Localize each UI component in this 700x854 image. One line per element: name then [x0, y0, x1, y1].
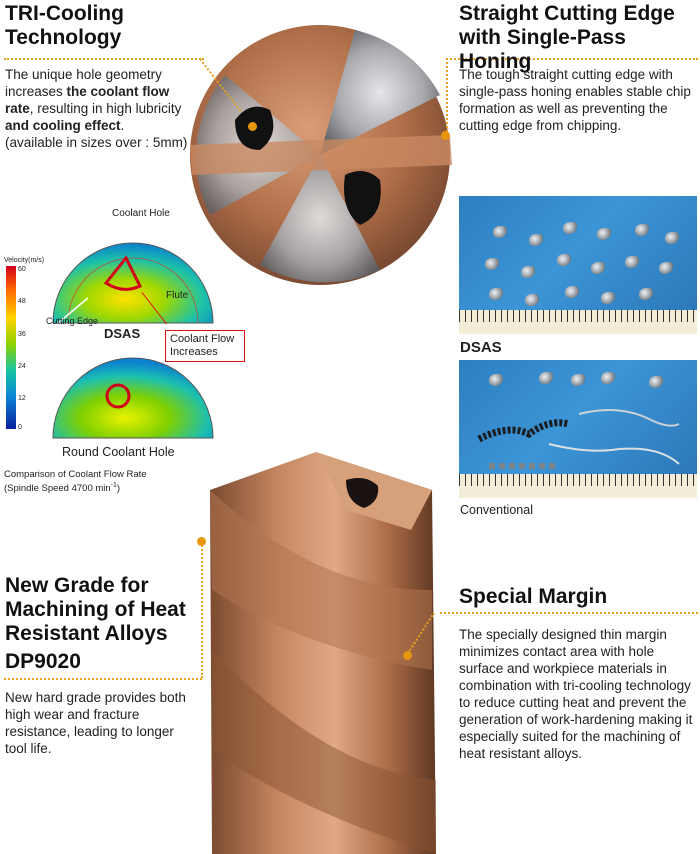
tri-cooling-title: TRI-Cooling Technology	[5, 2, 124, 49]
new-grade-body: New hard grade provides both high wear a…	[5, 690, 186, 756]
edge-callout-dot	[441, 131, 450, 140]
margin-leader-h	[440, 612, 698, 614]
tri-cooling-text-1: The unique hole geometry increases	[5, 67, 162, 99]
velocity-scale-bar	[6, 266, 16, 429]
tri-cooling-text-2: , resulting in high lubricity	[29, 101, 182, 116]
scale-tick-60: 60	[18, 266, 26, 273]
tri-cooling-body: The unique hole geometry increases the c…	[5, 66, 191, 151]
dsas-chips-photo	[459, 196, 697, 334]
special-margin-title: Special Margin	[459, 585, 608, 608]
drill-body-image	[210, 452, 436, 854]
new-grade-code: DP9020	[5, 650, 81, 673]
round-hole-label: Round Coolant Hole	[62, 445, 175, 459]
grade-leader-h	[4, 678, 202, 680]
comparison-title: Comparison of Coolant Flow Rate	[4, 469, 147, 480]
spindle-speed-end: )	[116, 483, 121, 495]
coolant-hole-label: Coolant Hole	[112, 208, 170, 219]
scale-tick-48: 48	[18, 298, 26, 305]
tri-cooling-bold-2: and cooling effect	[5, 118, 121, 133]
straight-edge-leader	[462, 58, 698, 60]
straight-edge-title: Straight Cutting Edge with Single-Pass H…	[459, 2, 675, 73]
conventional-chips-photo	[459, 360, 697, 498]
straight-edge-body: The tough straight cutting edge with sin…	[459, 67, 691, 133]
grade-leader-v	[201, 542, 203, 678]
conventional-ruler	[459, 474, 697, 498]
conventional-photo-label: Conventional	[460, 503, 533, 517]
new-grade-title: New Grade for Machining of Heat Resistan…	[5, 574, 186, 645]
drill-tip-image	[190, 25, 452, 285]
special-margin-body: The specially designed thin margin minim…	[459, 627, 693, 761]
tri-cooling-bold-1: the coolant flow rate	[5, 84, 170, 116]
dsas-ruler	[459, 310, 697, 334]
tri-cooling-text-4: (available in sizes over : 5mm)	[5, 135, 188, 150]
dsas-photo-label: DSAS	[460, 339, 502, 356]
velocity-label: Velocity(m/s)	[4, 257, 45, 264]
tri-cooling-text-3: .	[120, 118, 125, 133]
scale-tick-36: 36	[18, 331, 26, 338]
margin-callout-dot	[403, 651, 412, 660]
flute-label: Flute	[166, 290, 189, 301]
straight-edge-leader-v	[446, 58, 448, 136]
cutting-edge-label: Cutting Edge	[46, 316, 99, 326]
grade-callout-dot	[197, 537, 206, 546]
scale-tick-0: 0	[18, 424, 22, 431]
tip-callout-dot	[248, 122, 257, 131]
scale-tick-24: 24	[18, 363, 26, 370]
spindle-speed-sup: -1	[110, 482, 117, 489]
round-hole-flow-simulation	[52, 357, 214, 439]
dsas-flow-simulation	[52, 242, 214, 324]
straight-edge-leader-h	[446, 58, 464, 60]
spindle-speed-text: (Spindle Speed 4700 min	[4, 483, 111, 495]
scale-tick-12: 12	[18, 395, 26, 402]
tri-cooling-leader	[4, 58, 204, 60]
coolant-flow-callout: Coolant Flow Increases	[165, 330, 245, 362]
dsas-sim-label: DSAS	[104, 326, 141, 341]
spindle-speed: (Spindle Speed 4700 min-1)	[4, 480, 120, 494]
